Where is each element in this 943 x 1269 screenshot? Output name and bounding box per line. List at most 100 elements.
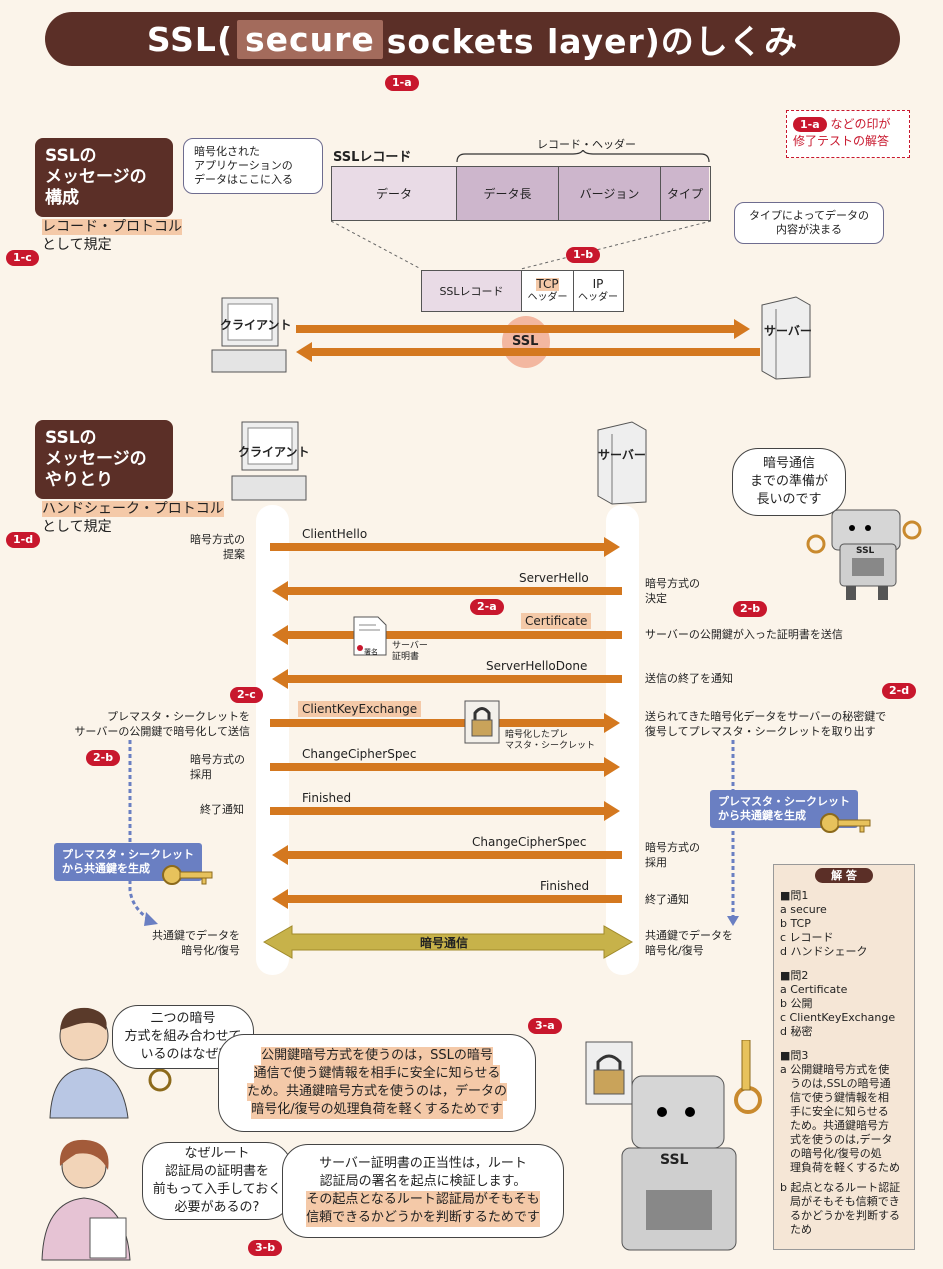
callout-data-l1: 暗号化された — [194, 145, 260, 158]
msg-serverhellodone: ServerHelloDone — [486, 659, 588, 673]
msg-serverhello: ServerHello — [519, 571, 589, 585]
answers-q2d: d 秘密 — [780, 1025, 813, 1038]
msg-finished-client: Finished — [302, 791, 352, 805]
question2-l1: なぜルート — [184, 1146, 250, 1161]
answer2-l3: その起点となるルート認証局がそもそも — [306, 1191, 540, 1209]
note-line2: 修了テストの解答 — [793, 134, 890, 148]
answers-q3a-l7: の暗号化/復号の処 — [790, 1147, 882, 1160]
question1-l3: いるのはなぜ? — [140, 1047, 226, 1062]
answers-q1c: c レコード — [780, 931, 834, 944]
section1-desc: レコード・プロトコル として規定 — [42, 218, 182, 254]
section2-desc1: ハンドシェーク・プロトコル — [42, 501, 224, 517]
left-note-encrypt-l2: 暗号化/復号 — [181, 944, 240, 957]
ssl-circle — [502, 316, 550, 368]
cert-label-l2: 証明書 — [392, 652, 420, 662]
small-robot-icon — [806, 509, 922, 600]
question1-l2: 方式を組み合わせて — [124, 1029, 242, 1044]
arrow-changecipherspec-client — [270, 757, 620, 777]
right-note-done: 送信の終了を通知 — [645, 672, 733, 685]
top-arrow-right — [296, 319, 750, 339]
left-key-icon — [162, 865, 213, 885]
left-note-adopt-l2: 採用 — [190, 768, 212, 781]
top-server-label: サーバー — [764, 324, 812, 338]
answers-q1d: d ハンドシェーク — [780, 945, 868, 958]
server-icon — [761, 296, 811, 380]
answers-q2b: b 公開 — [780, 997, 813, 1010]
header-brace — [456, 150, 710, 163]
answers-box: 解 答 ■問1 a secure b TCP c レコード d ハンドシェーク … — [773, 864, 915, 1250]
section1-title-l2: メッセージの — [45, 167, 147, 187]
right-note-decrypt-l2: 復号してプレマスタ・シークレットを取り出す — [645, 725, 876, 738]
packet-ssl: SSLレコード — [422, 271, 522, 311]
left-note-propose-l2: 提案 — [223, 548, 245, 561]
handshake-server-label: サーバー — [598, 448, 646, 462]
section1-desc1: レコード・プロトコル — [42, 219, 182, 235]
answer1-l2: 通信で使う鍵情報を相手に安全に知らせる — [253, 1065, 501, 1083]
right-key-icon — [820, 813, 871, 833]
left-dotted-arrow — [128, 740, 158, 926]
answers-q3a-l8: 理負荷を軽くするため — [790, 1161, 900, 1174]
badge-2d: 2-d — [882, 683, 917, 699]
handshake-client-label: クライアント — [238, 445, 310, 459]
section1-title-l3: 構成 — [45, 188, 79, 208]
right-note-decrypt-l1: 送られてきた暗号化データをサーバーの秘密鍵で — [645, 710, 887, 723]
left-note-propose: 暗号方式の 提案 — [190, 532, 245, 562]
answers-q3b-l2: 局がそもそも信頼でき — [790, 1195, 900, 1208]
answer-note: 1-a などの印が修了テストの解答 — [786, 110, 910, 158]
certificate-icon — [353, 616, 387, 656]
question1-l1: 二つの暗号 — [150, 1011, 216, 1026]
left-note-propose-l1: 暗号方式の — [190, 533, 245, 546]
left-key-gen-l2: から共通鍵を生成 — [62, 862, 150, 875]
answers-q3a-l3: 信で使う鍵情報を相 — [790, 1091, 889, 1104]
answers-q3a-l1: a 公開鍵暗号方式を使 — [780, 1063, 890, 1076]
note-badge: 1-a — [793, 117, 827, 132]
msg-clientkeyexchange: ClientKeyExchange — [298, 701, 422, 717]
section2-desc2: として規定 — [42, 519, 112, 535]
question2-bubble: なぜルート 認証局の証明書を 前もって入手しておく 必要があるの? — [142, 1142, 292, 1220]
arrow-clientkeyexchange — [270, 713, 620, 733]
woman-icon — [41, 1139, 131, 1261]
cert-label-l1: サーバー — [392, 641, 428, 651]
packet-ip-l2: ヘッダー — [578, 292, 618, 303]
answer2-l1: サーバー証明書の正当性は，ルート — [319, 1156, 527, 1171]
answers-q2c: c ClientKeyExchange — [780, 1011, 896, 1024]
top-client-label: クライアント — [220, 318, 292, 332]
lock-label-l1: 暗号化したプレ — [505, 730, 569, 740]
arrow-changecipherspec-server — [272, 845, 622, 865]
title-highlight: secure — [237, 19, 383, 59]
callout-data: 暗号化された アプリケーションの データはここに入る — [183, 138, 323, 194]
right-key-gen: プレマスタ・シークレット から共通鍵を生成 — [710, 790, 858, 828]
section1-title: SSLの メッセージの 構成 — [35, 138, 173, 217]
record-cell-data: データ — [332, 167, 457, 220]
note-line1: などの印が — [830, 117, 891, 131]
right-dotted-arrow — [727, 740, 739, 926]
right-note-encrypt: 共通鍵でデータを 暗号化/復号 — [645, 928, 733, 958]
answers-q3: ■問3 — [780, 1049, 809, 1062]
msg-finished-server: Finished — [540, 879, 590, 893]
robot-bubble-l3: 長いのです — [756, 492, 822, 507]
answer2-l2: 認証局の署名を起点に検証します。 — [319, 1174, 527, 1189]
callout-type-l2: 内容が決まる — [776, 223, 842, 236]
cert-stamp: 署名 — [364, 648, 378, 656]
answer1-l1: 公開鍵暗号方式を使うのは，SSLの暗号 — [261, 1047, 493, 1065]
right-note-finish: 終了通知 — [645, 893, 689, 906]
record-cell-length: データ長 — [457, 167, 559, 220]
arrow-clienthello — [270, 537, 620, 557]
man-icon — [49, 1007, 172, 1119]
lock-label-l2: マスタ・シークレット — [505, 741, 596, 751]
client-computer-icon — [211, 297, 287, 373]
question2-l3: 前もって入手しておく — [152, 1182, 282, 1197]
question2-l2: 認証局の証明書を — [164, 1164, 269, 1179]
right-note-decide-l1: 暗号方式の — [645, 577, 700, 590]
left-note-adopt: 暗号方式の 採用 — [190, 752, 245, 782]
big-robot-icon — [585, 1040, 762, 1251]
title-pre: SSL( — [146, 19, 234, 59]
answer2-bubble: サーバー証明書の正当性は，ルート 認証局の署名を起点に検証します。 その起点とな… — [282, 1144, 564, 1238]
ssl-label: SSL — [512, 334, 539, 349]
small-robot-label: SSL — [856, 546, 875, 556]
encrypted-comm-arrow — [262, 925, 634, 959]
packet-tcp: TCP ヘッダー — [522, 271, 574, 311]
answers-q1b: b TCP — [780, 917, 811, 930]
right-note-decrypt: 送られてきた暗号化データをサーバーの秘密鍵で 復号してプレマスタ・シークレットを… — [645, 709, 886, 739]
section2-title-l3: やりとり — [45, 470, 113, 490]
